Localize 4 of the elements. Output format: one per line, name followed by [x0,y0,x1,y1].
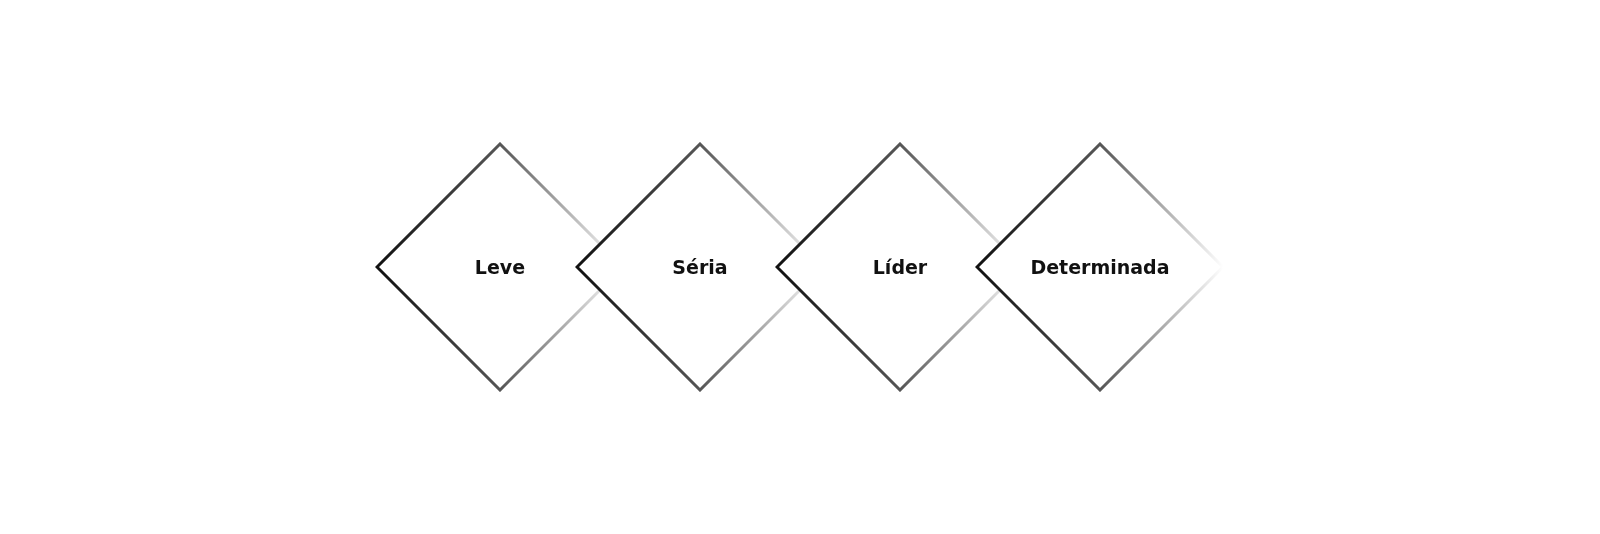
diamond-label: Leve [474,256,526,278]
diamond-label: Séria [672,256,728,278]
diamond-label: Líder [872,256,928,278]
diamond-label: Determinada [1030,256,1170,278]
